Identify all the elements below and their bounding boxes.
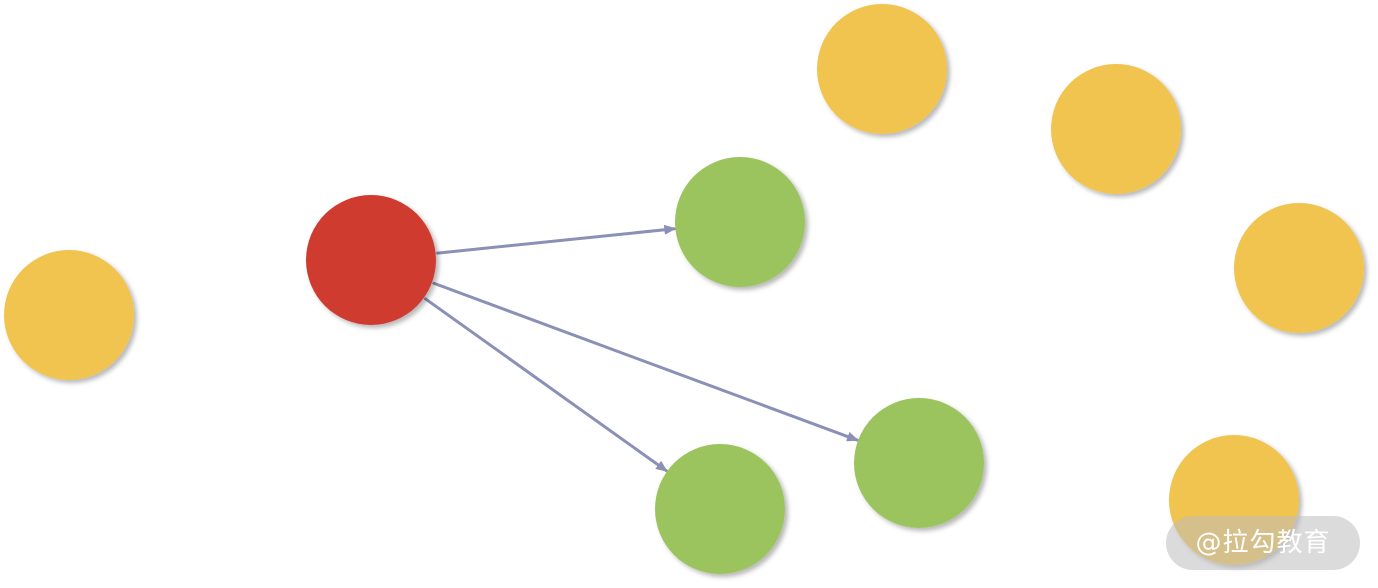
node-source: [306, 195, 436, 325]
watermark-label: @拉勾教育: [1166, 516, 1360, 570]
node-target-3: [655, 444, 785, 574]
node-other-3: [1051, 64, 1181, 194]
node-other-2: [817, 4, 947, 134]
node-target-2: [854, 398, 984, 528]
node-other-1: [4, 250, 134, 380]
edge-source-to-target-2: [432, 281, 859, 442]
node-other-4: [1234, 203, 1364, 333]
node-target-1: [675, 157, 805, 287]
edges-layer: [424, 224, 859, 473]
edge-source-to-target-1: [436, 224, 677, 255]
nodes-layer: [4, 4, 1364, 574]
edge-source-to-target-3: [424, 297, 668, 473]
